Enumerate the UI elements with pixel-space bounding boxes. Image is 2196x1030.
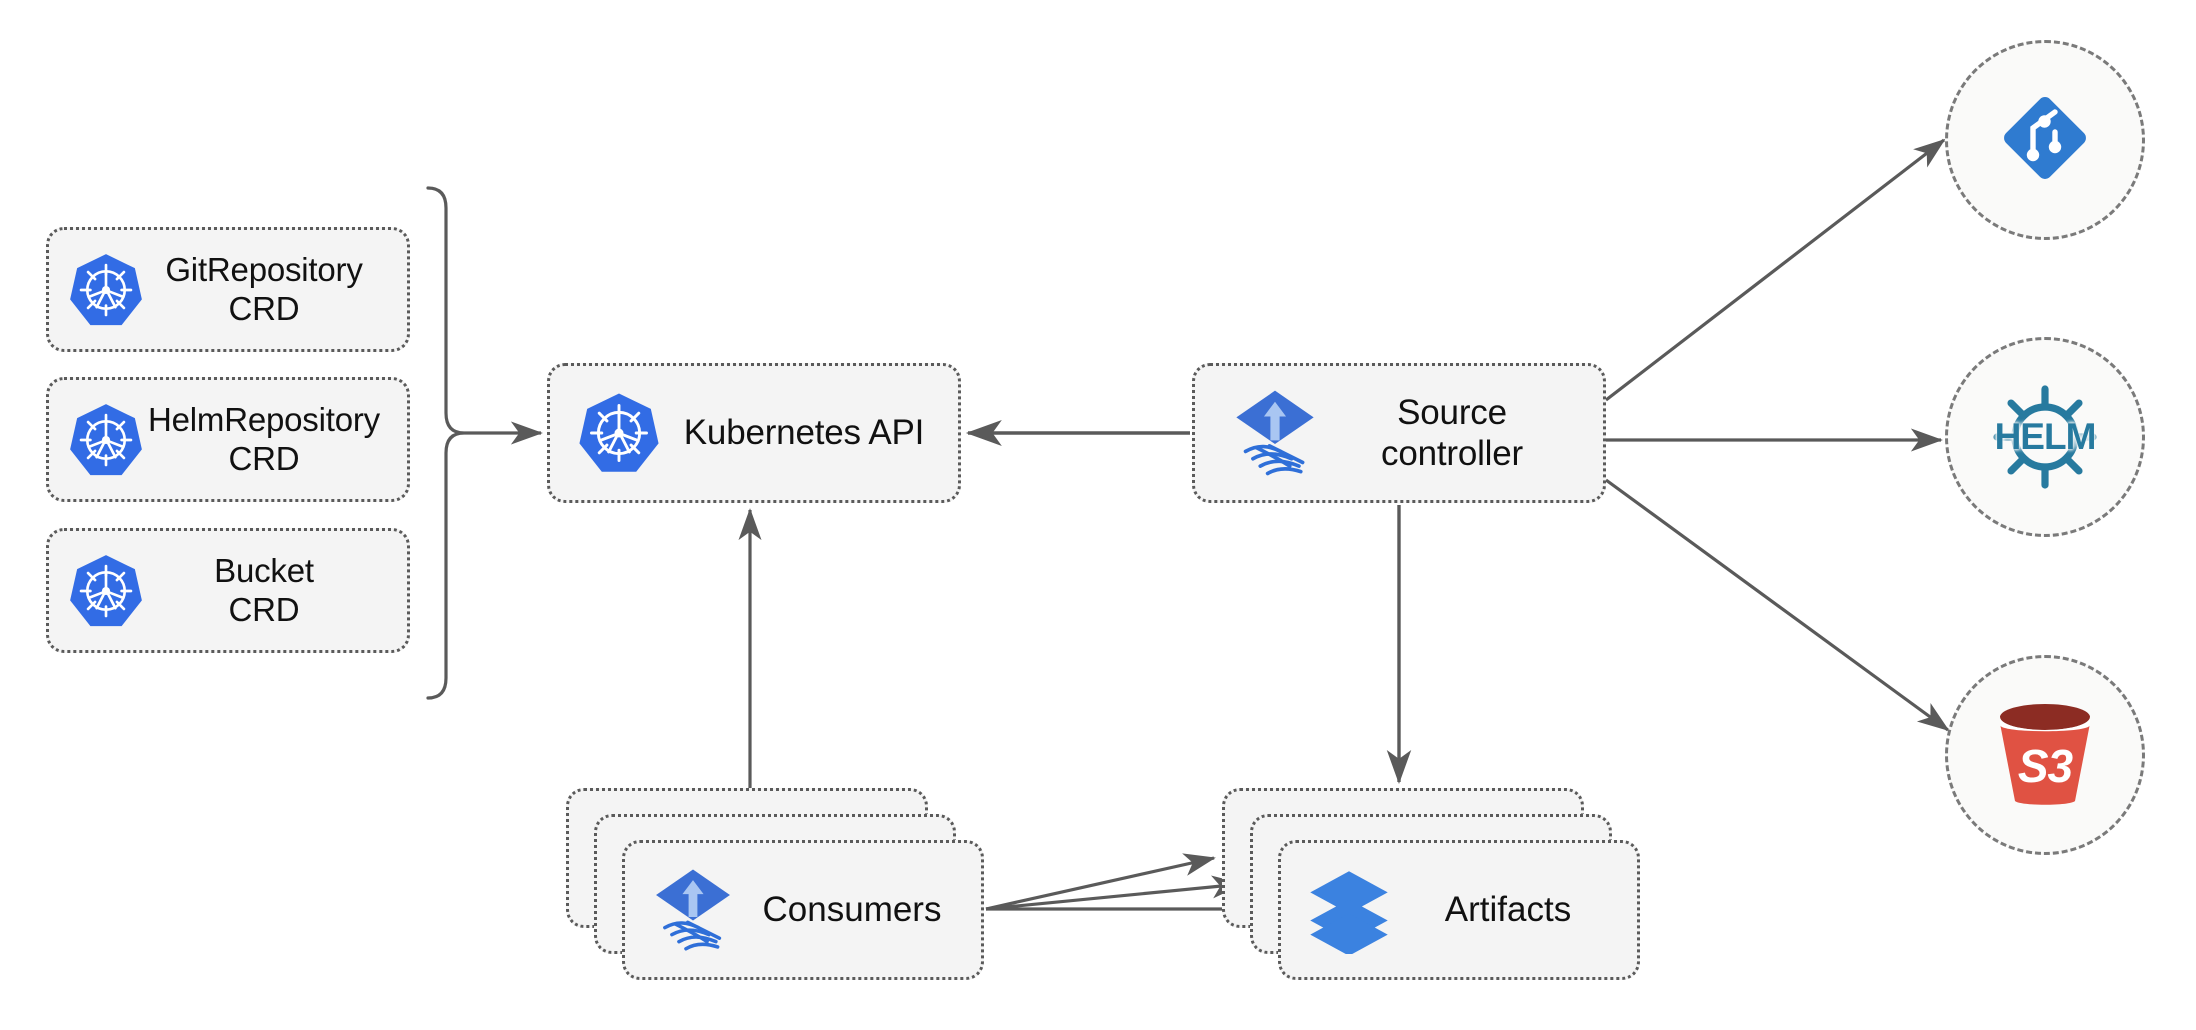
crd-box-bucket[interactable]: Bucket CRD bbox=[46, 528, 410, 653]
helm-icon: HELM bbox=[1985, 377, 2105, 497]
node-artifacts-stack[interactable]: Artifacts bbox=[1222, 788, 1642, 983]
layers-icon bbox=[1305, 866, 1393, 954]
crd-box-gitrepository[interactable]: GitRepository CRD bbox=[46, 227, 410, 352]
flux-icon bbox=[649, 866, 737, 954]
endpoint-helm[interactable]: HELM bbox=[1945, 337, 2145, 537]
flux-icon bbox=[1229, 387, 1321, 479]
kubernetes-icon bbox=[67, 552, 145, 630]
crd-label: GitRepository CRD bbox=[165, 250, 363, 327]
node-label: Source controller bbox=[1381, 392, 1523, 473]
s3-wordmark: S3 bbox=[2017, 740, 2073, 792]
endpoint-git[interactable] bbox=[1945, 40, 2145, 240]
stack-sheet-front[interactable]: Consumers bbox=[622, 840, 984, 980]
node-source-controller[interactable]: Source controller bbox=[1192, 363, 1606, 503]
edge-consumers-to-artifacts-2 bbox=[985, 875, 1244, 911]
crd-box-helmrepository[interactable]: HelmRepository CRD bbox=[46, 377, 410, 502]
crd-group-brace bbox=[426, 186, 465, 700]
stack-sheet-front[interactable]: Artifacts bbox=[1278, 840, 1640, 980]
crd-label: HelmRepository CRD bbox=[148, 400, 380, 477]
crd-label: Bucket CRD bbox=[214, 551, 314, 628]
edge-consumers-to-artifacts-1 bbox=[985, 853, 1216, 911]
s3-icon: S3 bbox=[1986, 699, 2104, 811]
kubernetes-icon bbox=[67, 251, 145, 329]
git-icon bbox=[1995, 88, 2095, 193]
edge-source-controller-to-git bbox=[1605, 138, 1946, 402]
node-kubernetes-api[interactable]: Kubernetes API bbox=[547, 363, 961, 503]
node-label: Artifacts bbox=[1444, 890, 1572, 929]
node-consumers-stack[interactable]: Consumers bbox=[566, 788, 986, 983]
kubernetes-icon bbox=[576, 390, 662, 476]
edge-source-controller-to-s3 bbox=[1605, 478, 1950, 732]
node-label: Consumers bbox=[762, 890, 942, 929]
endpoint-s3[interactable]: S3 bbox=[1945, 655, 2145, 855]
node-label: Kubernetes API bbox=[683, 413, 925, 453]
helm-wordmark: HELM bbox=[1994, 416, 2097, 457]
kubernetes-icon bbox=[67, 401, 145, 479]
